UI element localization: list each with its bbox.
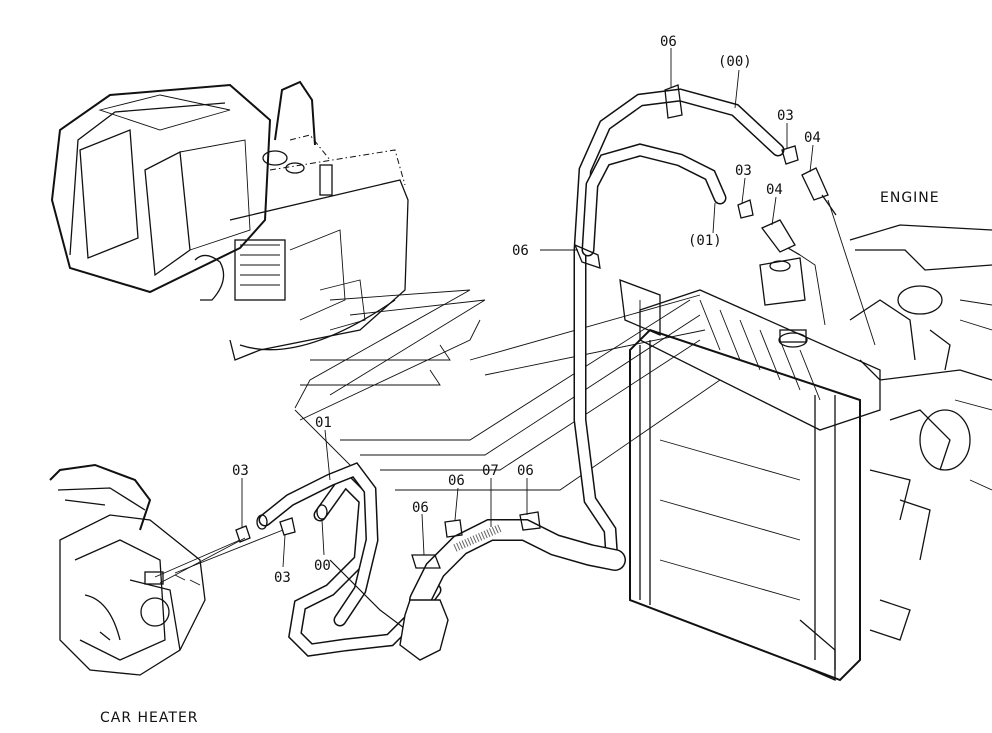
label-06-lower-mid: 06: [448, 473, 465, 489]
label-03-left-a: 03: [232, 463, 249, 479]
label-06-top: 06: [660, 34, 677, 50]
label-06-mid: 06: [512, 243, 529, 259]
fitting-03-left-a: [154, 525, 251, 584]
label-03-left-b: 03: [274, 570, 291, 586]
radiator-illustration: [619, 257, 881, 682]
label-01-paren: (01): [688, 233, 722, 249]
car-heater-caption: CAR HEATER: [100, 710, 199, 726]
hose-lower-left-long: [329, 559, 449, 661]
label-00-paren: (00): [718, 54, 752, 70]
clamp-06-upper: [664, 84, 683, 119]
hose-ends-01-00: [256, 504, 328, 530]
hose-00-upper: [573, 88, 785, 567]
callout-leaders: [241, 48, 814, 568]
label-07: 07: [482, 463, 499, 479]
callout-labels: 06 (00) 03 04 03 04 (01) 06 01 03 06 07 …: [100, 34, 940, 726]
hose-01-upper: [581, 143, 727, 257]
label-01: 01: [315, 415, 332, 431]
clamp-06-lower-left: [411, 554, 441, 569]
clamp-06-lower-mid: [444, 519, 463, 538]
engine-illustration: [849, 224, 992, 641]
label-00: 00: [314, 558, 331, 574]
fitting-03-upper-b: [737, 199, 754, 219]
label-03-upper-b: 03: [735, 163, 752, 179]
engine-caption: ENGINE: [880, 190, 940, 206]
label-06-lower-right: 06: [517, 463, 534, 479]
fitting-03-upper-a: [781, 145, 799, 165]
excavator-illustration: [50, 80, 409, 361]
hose-lower-pair: [258, 462, 442, 657]
hose-07: [409, 519, 626, 611]
label-04-upper-b: 04: [766, 182, 783, 198]
car-heater-illustration: [49, 463, 206, 676]
clamp-06-lower-right: [519, 511, 541, 531]
fitting-03-left-b: [174, 517, 296, 574]
leader-bands: [294, 289, 721, 491]
label-06-lower-left: 06: [412, 500, 429, 516]
fitting-04-upper: [801, 167, 876, 346]
fitting-04-lower: [760, 219, 826, 326]
clamp-06-mid: [573, 243, 601, 269]
label-04-upper-a: 04: [804, 130, 821, 146]
label-03-upper-a: 03: [777, 108, 794, 124]
